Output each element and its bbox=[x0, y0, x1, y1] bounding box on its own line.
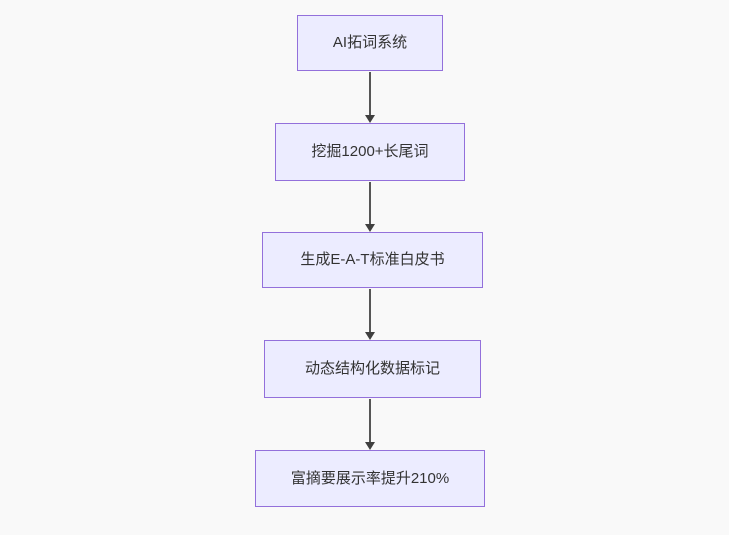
node-label: 生成E-A-T标准白皮书 bbox=[300, 251, 445, 268]
node-label: 富摘要展示率提升210% bbox=[290, 469, 450, 487]
arrowhead-down-icon bbox=[365, 442, 375, 450]
arrowhead-down-icon bbox=[365, 332, 375, 340]
flowchart-node-structured-data-markup: 动态结构化数据标记 bbox=[264, 340, 481, 398]
edge-arrow bbox=[364, 399, 376, 450]
flowchart-node-longtail-keywords: 挖掘1200+长尾词 bbox=[275, 123, 465, 181]
flowchart-node-rich-snippet-rate: 富摘要展示率提升210% bbox=[255, 450, 485, 507]
edge-arrow bbox=[364, 72, 376, 123]
edge-arrow bbox=[364, 182, 376, 232]
arrow-line bbox=[369, 72, 371, 116]
node-label: 动态结构化数据标记 bbox=[304, 360, 440, 377]
arrow-line bbox=[369, 182, 371, 225]
flowchart-node-ai-expansion-system: AI拓词系统 bbox=[297, 15, 443, 71]
node-label: 挖掘1200+长尾词 bbox=[311, 143, 429, 160]
node-label: AI拓词系统 bbox=[332, 34, 408, 51]
arrowhead-down-icon bbox=[365, 115, 375, 123]
flowchart-node-eat-whitepaper: 生成E-A-T标准白皮书 bbox=[262, 232, 483, 288]
edge-arrow bbox=[364, 289, 376, 340]
arrow-line bbox=[369, 399, 371, 443]
arrowhead-down-icon bbox=[365, 224, 375, 232]
arrow-line bbox=[369, 289, 371, 333]
